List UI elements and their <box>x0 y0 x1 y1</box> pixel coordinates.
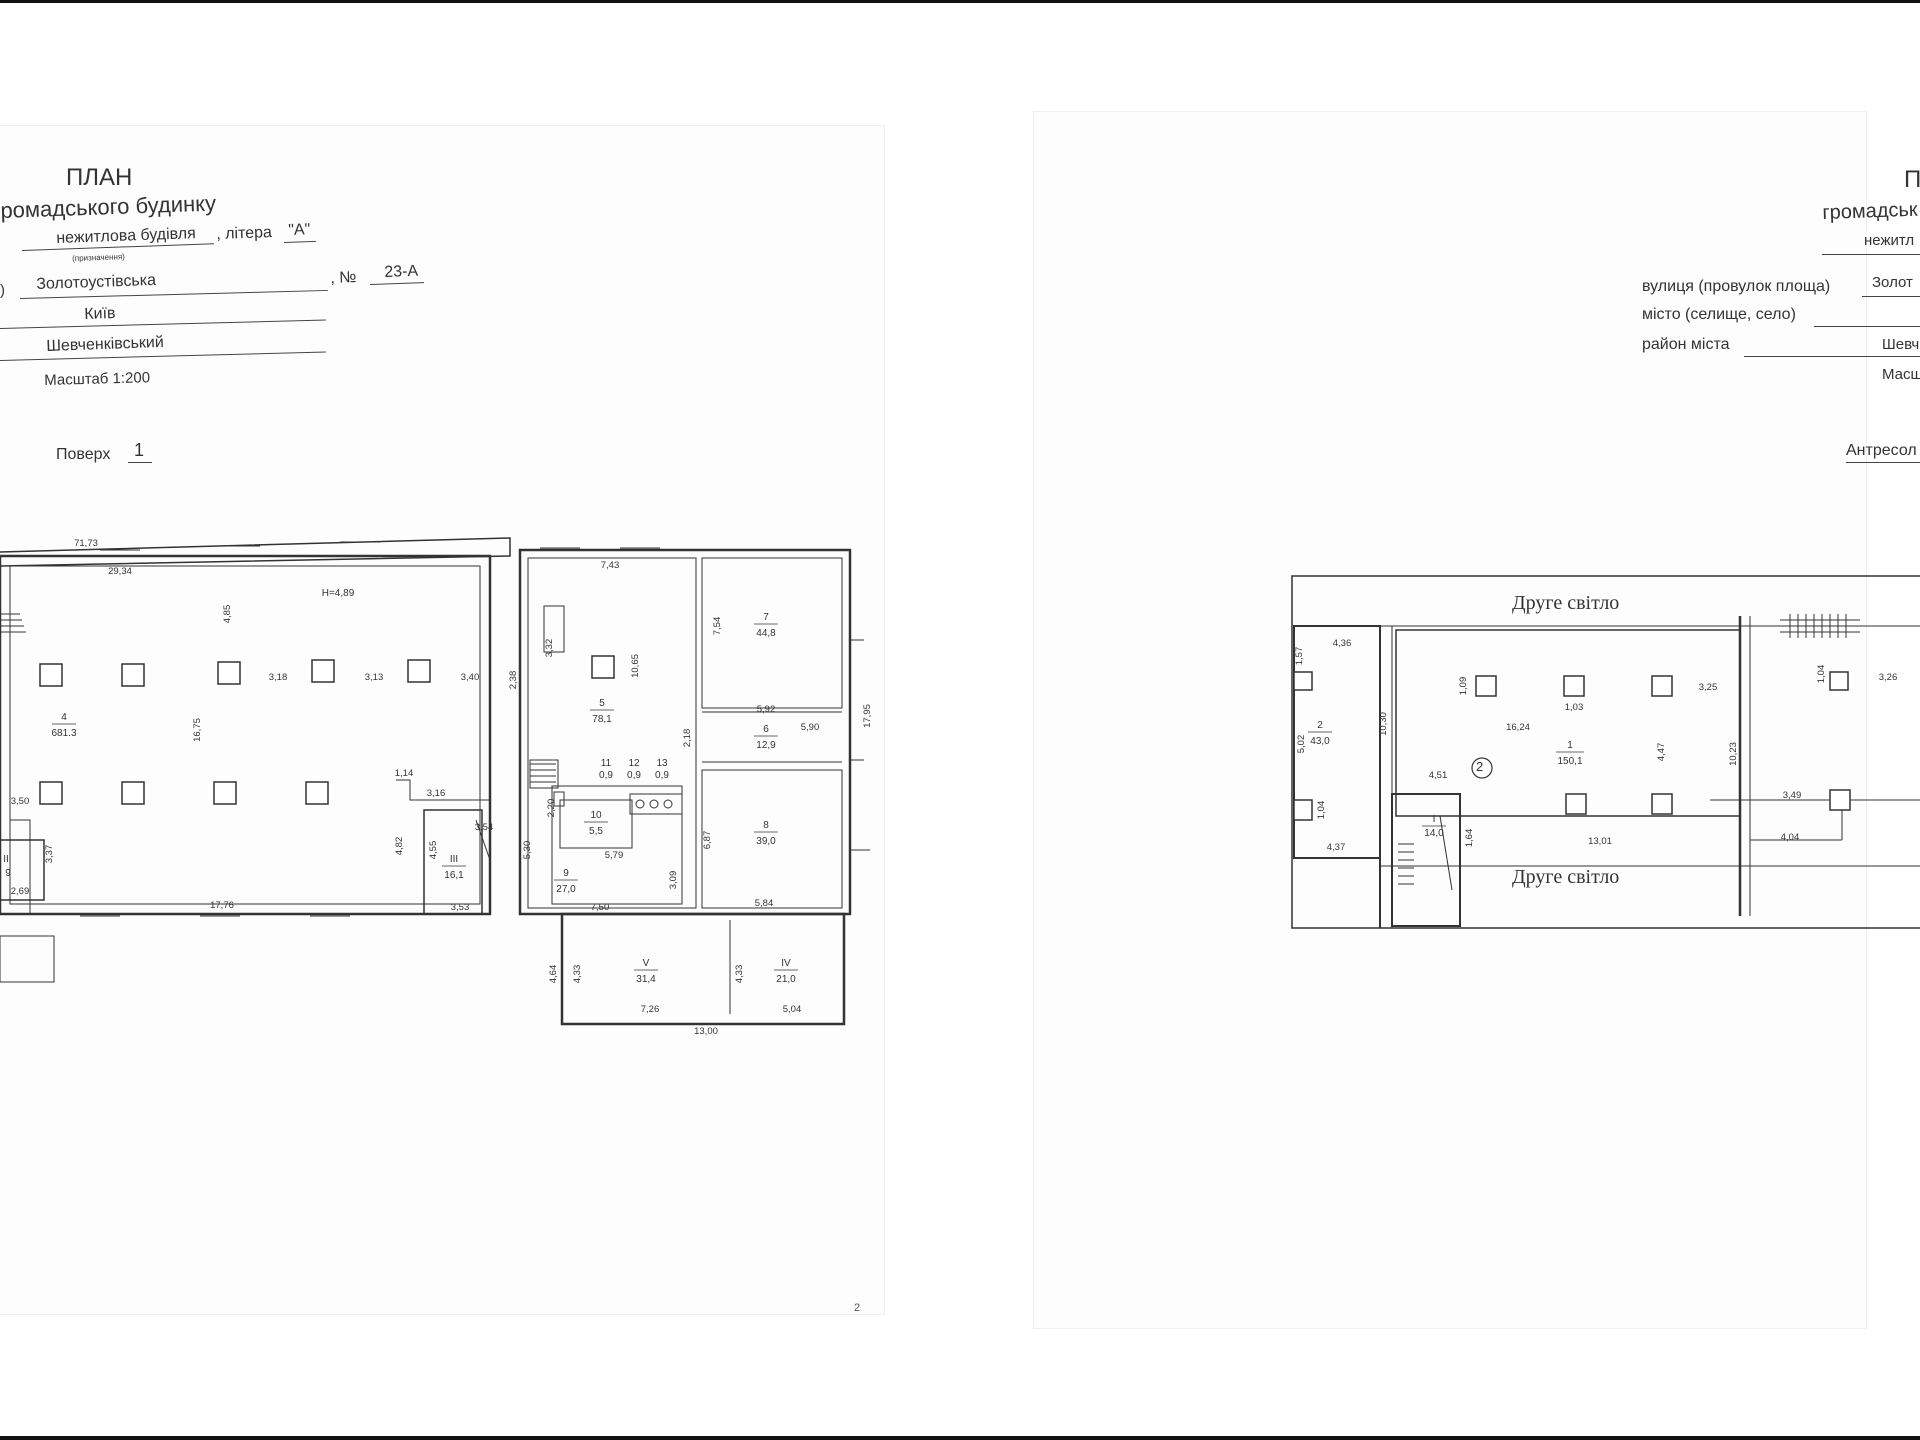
room-4-number: 4 <box>61 712 67 723</box>
dim-1-14: 1,14 <box>395 768 414 779</box>
dim-71-73: 71,73 <box>74 538 98 549</box>
dim-2-38: 2,38 <box>508 671 519 690</box>
right-purpose-value: нежитл <box>1864 232 1915 249</box>
scan-bottom-edge <box>0 1436 1920 1440</box>
floor-underline <box>128 462 152 463</box>
dim-4-33-a: 4,33 <box>572 965 583 984</box>
right-plan-subtitle: громадськ <box>1822 198 1918 224</box>
right-district-underline <box>1744 356 1920 357</box>
second-light-top: Друге світло <box>1512 592 1620 614</box>
room-6-number: 6 <box>763 724 769 735</box>
room-4-area: 681.3 <box>51 728 76 739</box>
dim-10-65: 10,65 <box>630 654 641 678</box>
dim-4-33-b: 4,33 <box>734 965 745 984</box>
dim-29-34: 29,34 <box>108 566 132 577</box>
dim-3-13: 3,13 <box>365 672 384 683</box>
room-6-area: 12,9 <box>756 740 776 751</box>
dim-5-90: 5,90 <box>801 722 820 733</box>
room-III-number: III <box>450 854 458 865</box>
floor-value: 1 <box>134 440 145 460</box>
room-13-number: 13 <box>656 758 668 769</box>
plan-title: ПЛАН <box>66 164 133 191</box>
dim-3-50: 3,50 <box>11 796 30 807</box>
room-9-number: 9 <box>563 868 569 879</box>
dim-4-85: 4,85 <box>222 605 233 624</box>
right-purpose-underline <box>1822 254 1920 255</box>
mezzanine-level-label: Антресол <box>1846 442 1917 459</box>
dim-7-50: 7,50 <box>591 902 610 913</box>
dim-17-76: 17,76 <box>210 900 234 911</box>
room-V-area: 31,4 <box>636 974 656 985</box>
dim-3-54: 3,54 <box>475 822 494 833</box>
right-district-label: район міста <box>1642 336 1730 353</box>
dim-3-18: 3,18 <box>269 672 288 683</box>
dim-3-09: 3,09 <box>668 871 679 890</box>
dim-7-26: 7,26 <box>641 1004 660 1015</box>
dim-2-18: 2,18 <box>682 729 693 748</box>
dim-3-32: 3,32 <box>544 639 555 658</box>
dim-3-53: 3,53 <box>451 902 470 913</box>
dim-5-04: 5,04 <box>783 1004 802 1015</box>
mezzanine-level-underline <box>1846 462 1920 463</box>
dim-17-95: 17,95 <box>862 704 873 728</box>
room-II-area: 9 <box>5 868 11 879</box>
room-12-area: 0,9 <box>627 770 641 781</box>
room-11-number: 11 <box>601 758 612 769</box>
dim-13-00: 13,00 <box>694 1026 718 1037</box>
page-number: 2 <box>854 1302 861 1314</box>
room-9-area: 27,0 <box>556 884 576 895</box>
room-7-area: 44,8 <box>756 628 776 639</box>
right-street-label: вулиця (провулок площа) <box>1642 278 1831 295</box>
right-city-label: місто (селище, село) <box>1642 306 1796 323</box>
street-prefix: ) <box>0 282 5 299</box>
right-street-underline <box>1862 296 1920 297</box>
dim-6-87: 6,87 <box>702 831 713 850</box>
room-V-number: V <box>643 958 650 969</box>
room-7-number: 7 <box>763 612 769 623</box>
dim-4-55: 4,55 <box>428 841 439 860</box>
room-10-area: 5,5 <box>589 826 603 837</box>
right-city-underline <box>1814 326 1920 327</box>
right-street-value: Золот <box>1872 274 1913 291</box>
dim-7-43: 7,43 <box>601 560 620 571</box>
room-10-number: 10 <box>590 810 602 821</box>
room-IV-number: IV <box>781 958 791 969</box>
second-light-bottom: Друге світло <box>1512 866 1620 888</box>
dim-5-79: 5,79 <box>605 850 624 861</box>
dim-2-20: 2,20 <box>546 799 557 818</box>
mezz-dim-3-26: 3,26 <box>1879 672 1898 683</box>
room-5-area: 78,1 <box>592 714 612 725</box>
right-district-value: Шевч <box>1882 336 1920 353</box>
mezzanine-circle-marker: 2 <box>1476 759 1484 774</box>
dim-16-75: 16,75 <box>192 718 203 742</box>
dim-5-30: 5,30 <box>522 841 533 860</box>
scan-top-edge <box>0 0 1920 3</box>
room-12-number: 12 <box>628 758 640 769</box>
right-plan-title: П <box>1904 166 1920 193</box>
dim-4-64: 4,64 <box>548 965 559 984</box>
room-8-number: 8 <box>763 820 769 831</box>
room-III-area: 16,1 <box>444 870 464 881</box>
room-11-area: 0,9 <box>599 770 613 781</box>
dim-5-84: 5,84 <box>755 898 774 909</box>
floor1-plan: 4 681.3 5 78,1 6 12,9 7 44,8 8 39,0 9 27… <box>0 537 873 1037</box>
room-8-area: 39,0 <box>756 836 776 847</box>
floor-label: Поверх <box>56 446 111 463</box>
dim-2-69: 2,69 <box>11 886 30 897</box>
room-IV-area: 21,0 <box>776 974 796 985</box>
dim-4-82: 4,82 <box>394 837 405 856</box>
dim-5-92: 5,92 <box>757 704 776 715</box>
dim-7-54: 7,54 <box>712 617 723 636</box>
ceiling-height-note: H=4,89 <box>322 588 355 599</box>
room-13-area: 0,9 <box>655 770 669 781</box>
room-5-number: 5 <box>599 698 605 709</box>
dim-3-16: 3,16 <box>427 788 446 799</box>
room-II-number: II <box>3 854 9 865</box>
dim-3-37: 3,37 <box>44 845 55 864</box>
dim-3-40: 3,40 <box>461 672 480 683</box>
right-scale-label: Масш <box>1882 366 1920 383</box>
